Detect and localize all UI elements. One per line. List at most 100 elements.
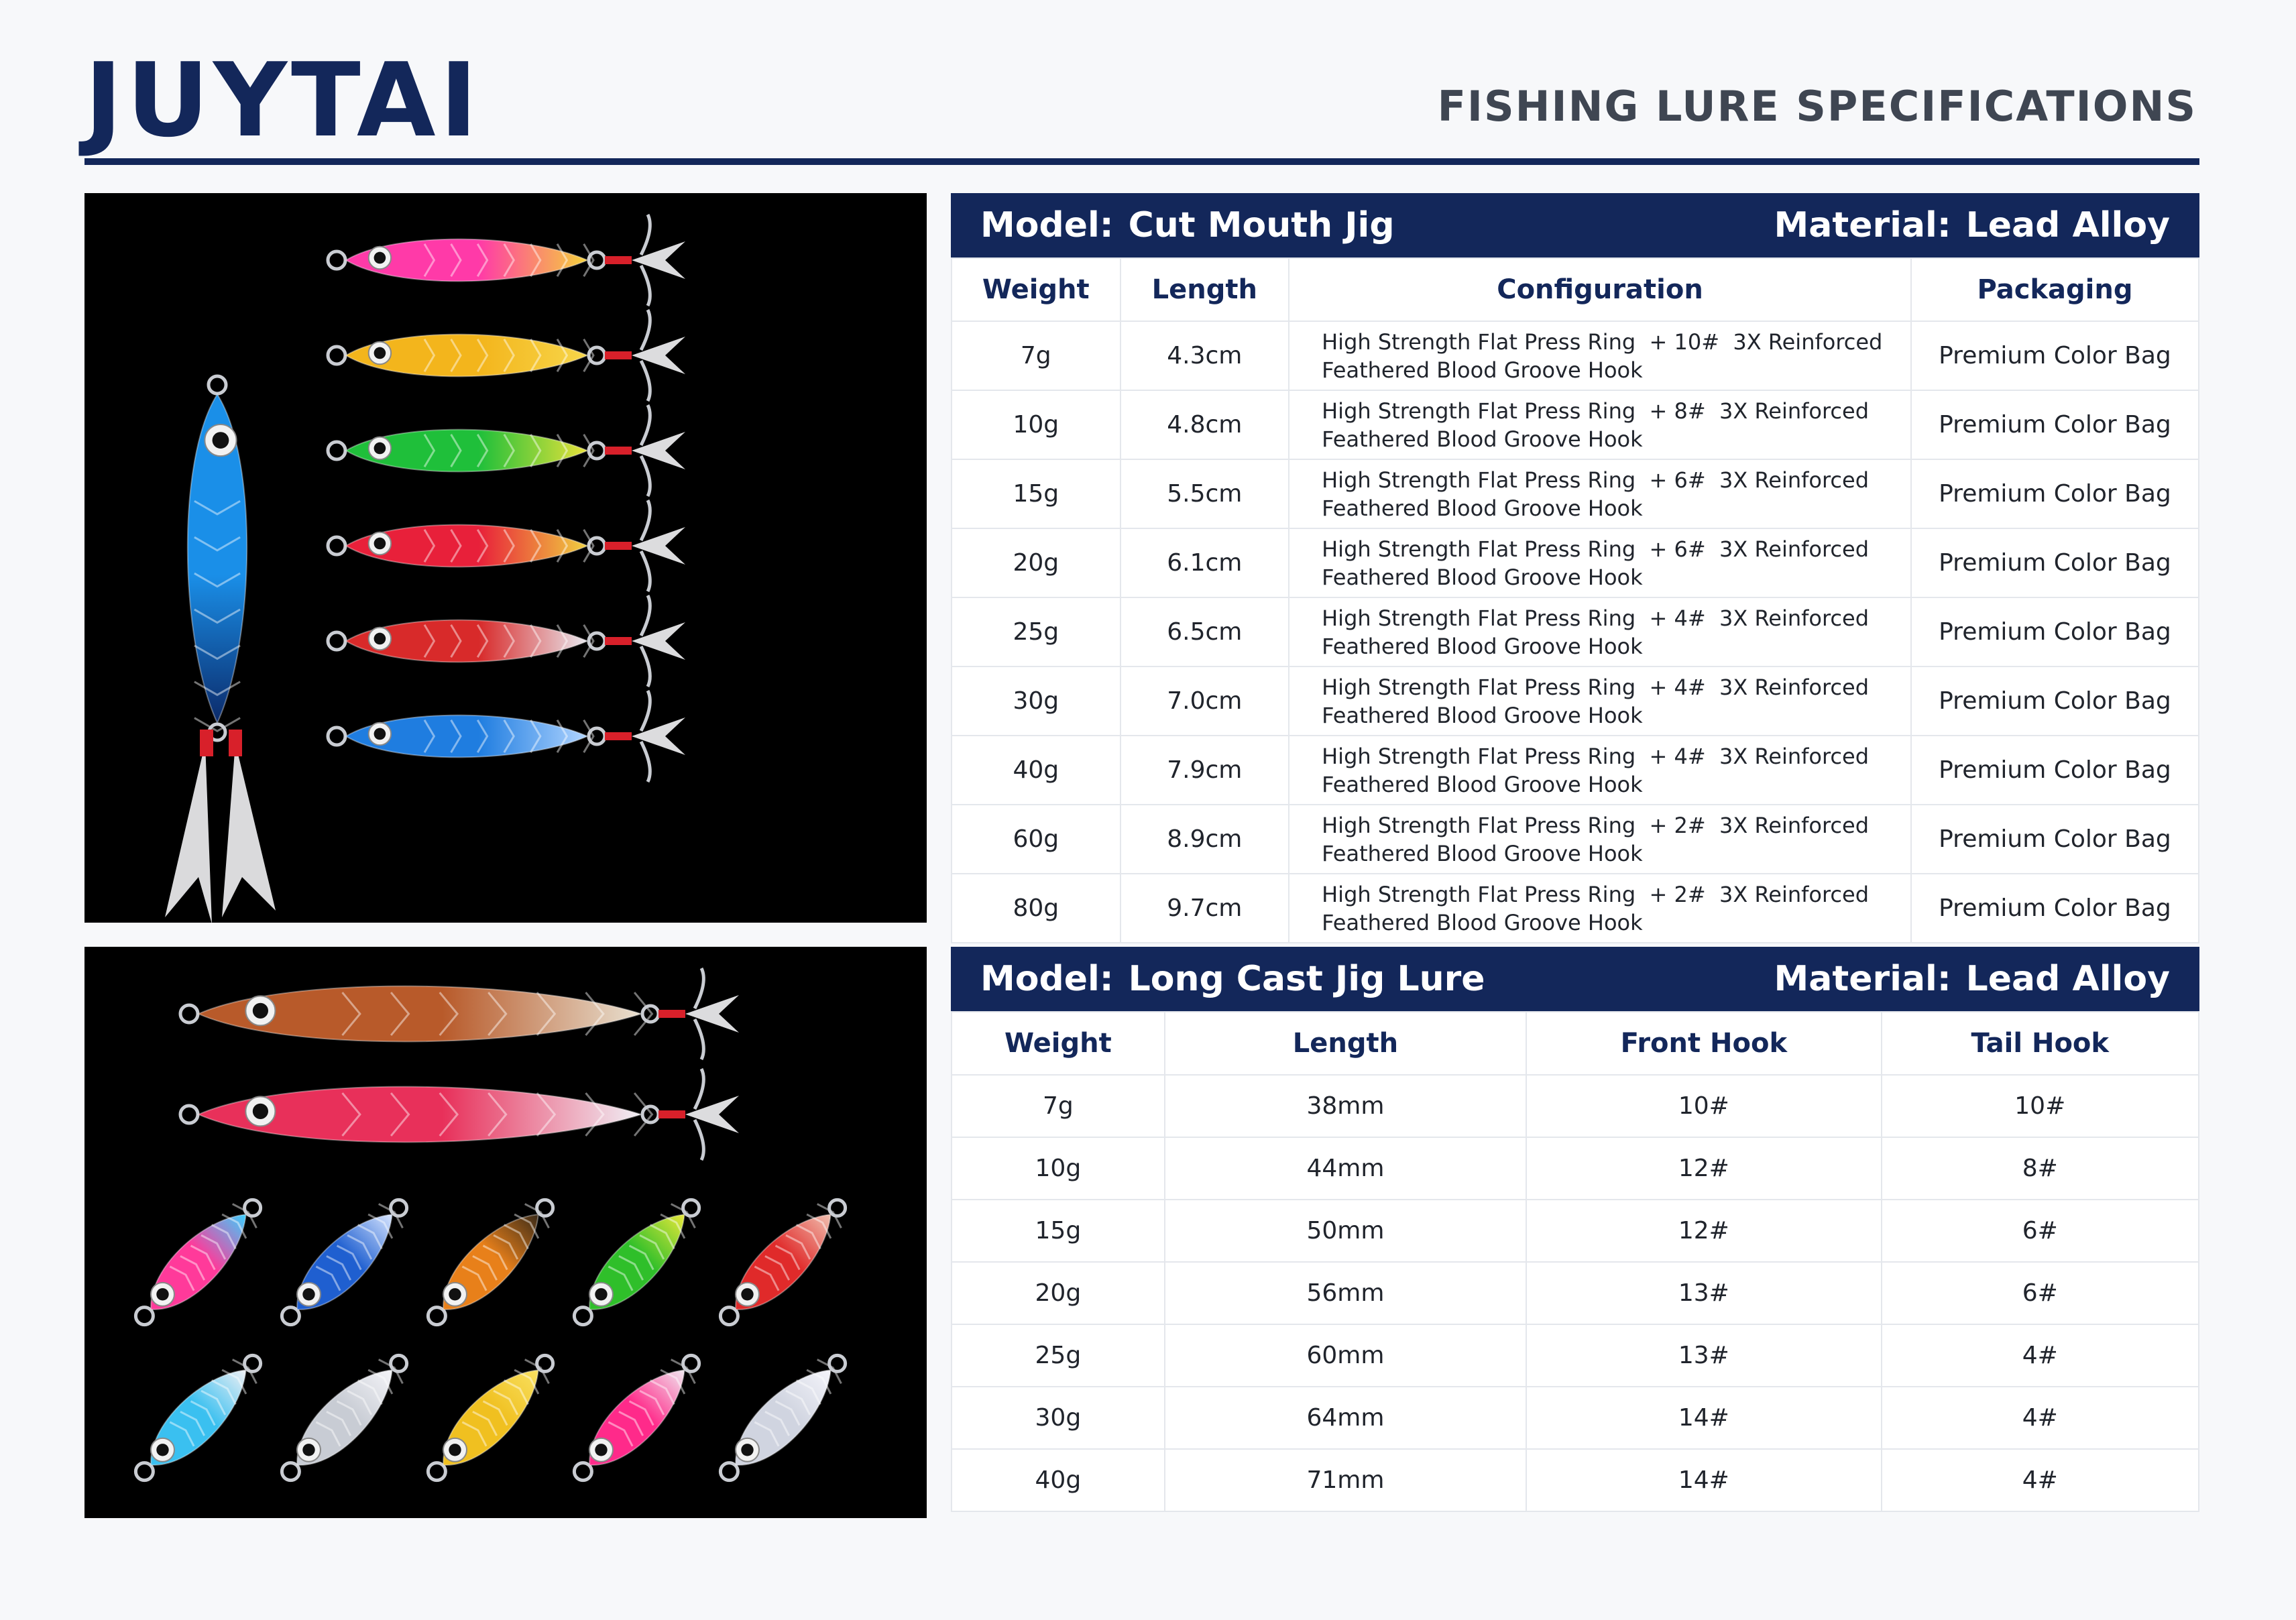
weight-cell: 10g xyxy=(951,390,1121,460)
lure-icon xyxy=(326,499,685,593)
material-field: Material:Lead Alloy xyxy=(1774,205,2170,245)
long-cast-jig-photo xyxy=(84,947,927,1518)
length-cell: 5.5cm xyxy=(1119,459,1290,529)
weight-cell: 25g xyxy=(951,1324,1165,1387)
material-field: Material: Lead Alloy xyxy=(1774,959,2170,999)
front-hook-cell: 12# xyxy=(1526,1137,1882,1200)
cut-mouth-jig-illustration xyxy=(165,213,685,923)
tail-hook-cell: 4# xyxy=(1880,1324,2200,1387)
configuration-cell: High Strength Flat Press Ring + 4# 3X Re… xyxy=(1288,597,1912,667)
weight-cell: 30g xyxy=(951,1386,1165,1450)
weight-cell: 60g xyxy=(951,804,1121,874)
front-hook-cell: 14# xyxy=(1526,1386,1882,1450)
material-value: Lead Alloy xyxy=(1965,959,2170,999)
length-cell: 4.3cm xyxy=(1119,321,1290,391)
configuration-line: Feathered Blood Groove Hook xyxy=(1322,771,1643,797)
material-label: Material: xyxy=(1774,959,1951,999)
configuration-cell: High Strength Flat Press Ring + 8# 3X Re… xyxy=(1288,390,1912,460)
length-cell: 71mm xyxy=(1163,1448,1528,1512)
lure-icon xyxy=(326,308,685,402)
configuration-line: High Strength Flat Press Ring + 2# 3X Re… xyxy=(1322,812,1869,838)
configuration-line: High Strength Flat Press Ring + 6# 3X Re… xyxy=(1322,536,1869,562)
weight-cell: 25g xyxy=(951,597,1121,667)
long-cast-jig-spec: Model:Long Cast Jig Lure Material: Lead A… xyxy=(951,947,2200,1512)
column-header: Weight xyxy=(951,257,1121,322)
configuration-cell: High Strength Flat Press Ring + 2# 3X Re… xyxy=(1288,804,1912,874)
configuration-line: Feathered Blood Groove Hook xyxy=(1322,426,1643,452)
lure-icon xyxy=(133,1198,263,1327)
weight-cell: 7g xyxy=(951,321,1121,391)
lure-icon xyxy=(326,594,685,688)
column-header: Configuration xyxy=(1288,257,1912,322)
length-cell: 38mm xyxy=(1163,1074,1528,1138)
front-hook-cell: 10# xyxy=(1526,1074,1882,1138)
front-hook-cell: 13# xyxy=(1526,1324,1882,1387)
table-header-row: Weight Length Configuration Packaging xyxy=(951,257,2200,322)
weight-cell: 80g xyxy=(951,873,1121,943)
configuration-line: Feathered Blood Groove Hook xyxy=(1322,357,1643,383)
column-header: Front Hook xyxy=(1526,1011,1882,1076)
feather-icon xyxy=(222,743,276,917)
configuration-line: Feathered Blood Groove Hook xyxy=(1322,702,1643,728)
packaging-cell: Premium Color Bag xyxy=(1910,666,2200,736)
length-cell: 9.7cm xyxy=(1119,873,1290,943)
lure-icon xyxy=(718,1353,848,1483)
lure-icon xyxy=(186,374,248,742)
weight-cell: 40g xyxy=(951,735,1121,805)
configuration-line: High Strength Flat Press Ring + 4# 3X Re… xyxy=(1322,674,1869,700)
model-label: Model: xyxy=(980,205,1114,245)
brand-logo: JUYTAI xyxy=(84,41,482,160)
packaging-cell: Premium Color Bag xyxy=(1910,597,2200,667)
spec-header: Model:Long Cast Jig Lure Material: Lead A… xyxy=(951,947,2199,1011)
cut-mouth-jig-spec: Model:Cut Mouth Jig Material:Lead Alloy … xyxy=(951,193,2200,943)
thread-icon xyxy=(200,730,213,756)
lure-icon xyxy=(572,1353,701,1483)
length-cell: 4.8cm xyxy=(1119,390,1290,460)
weight-cell: 30g xyxy=(951,666,1121,736)
configuration-cell: High Strength Flat Press Ring + 6# 3X Re… xyxy=(1288,528,1912,598)
lure-icon xyxy=(280,1353,409,1483)
model-label: Model: xyxy=(980,959,1114,999)
column-header: Weight xyxy=(951,1011,1165,1076)
tail-hook-cell: 10# xyxy=(1880,1074,2200,1138)
lure-icon xyxy=(426,1353,555,1483)
weight-cell: 20g xyxy=(951,528,1121,598)
weight-cell: 15g xyxy=(951,1199,1165,1263)
material-value: Lead Alloy xyxy=(1965,205,2170,245)
lure-icon xyxy=(178,967,739,1061)
model-field: Model:Cut Mouth Jig xyxy=(980,205,1395,245)
weight-cell: 10g xyxy=(951,1137,1165,1200)
packaging-cell: Premium Color Bag xyxy=(1910,390,2200,460)
length-cell: 60mm xyxy=(1163,1324,1528,1387)
configuration-cell: High Strength Flat Press Ring + 2# 3X Re… xyxy=(1288,873,1912,943)
weight-cell: 15g xyxy=(951,459,1121,529)
page-title: FISHING LURE SPECIFICATIONS xyxy=(1437,82,2197,131)
length-cell: 56mm xyxy=(1163,1261,1528,1325)
configuration-line: High Strength Flat Press Ring + 4# 3X Re… xyxy=(1322,605,1869,631)
header-divider xyxy=(84,158,2199,165)
lure-icon xyxy=(572,1198,701,1327)
packaging-cell: Premium Color Bag xyxy=(1910,321,2200,391)
column-header: Packaging xyxy=(1910,257,2200,322)
configuration-cell: High Strength Flat Press Ring + 6# 3X Re… xyxy=(1288,459,1912,529)
weight-cell: 7g xyxy=(951,1074,1165,1138)
configuration-line: High Strength Flat Press Ring + 6# 3X Re… xyxy=(1322,467,1869,493)
lure-icon xyxy=(133,1353,263,1483)
front-hook-cell: 12# xyxy=(1526,1199,1882,1263)
length-cell: 6.1cm xyxy=(1119,528,1290,598)
cut-mouth-jig-photo xyxy=(84,193,927,923)
configuration-line: Feathered Blood Groove Hook xyxy=(1322,840,1643,866)
lure-icon xyxy=(718,1198,848,1327)
tail-hook-cell: 4# xyxy=(1880,1386,2200,1450)
model-field: Model:Long Cast Jig Lure xyxy=(980,959,1485,999)
